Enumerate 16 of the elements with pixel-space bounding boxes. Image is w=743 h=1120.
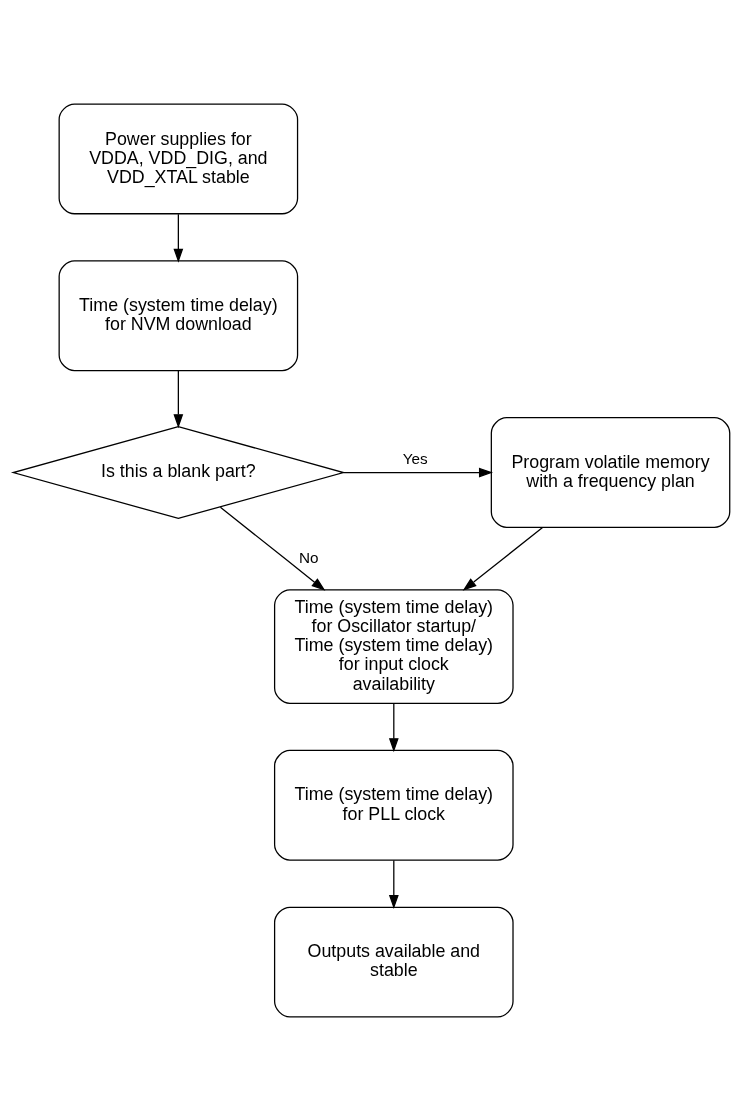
node-diamond: Is this a blank part?: [10, 425, 346, 519]
arrow: [388, 859, 399, 909]
arrow: [173, 369, 184, 428]
edge-label: Yes: [402, 449, 428, 467]
node-box: Power supplies for VDDA, VDD_DIG, and VDD_XTAL stable: [58, 102, 299, 214]
edge-label: No: [299, 548, 319, 566]
arrow: [219, 506, 326, 591]
node-box: Outputs available and stable: [273, 906, 514, 1018]
node-box: Time (system time delay) for NVM download: [58, 259, 299, 371]
arrow: [462, 526, 544, 591]
node-box: Time (system time delay) for Oscillator startup/ Time (system time delay) for input clock availability: [273, 588, 514, 704]
arrow: [388, 702, 399, 752]
node-box: Program volatile memory with a frequency plan: [490, 416, 731, 528]
arrow: [342, 467, 493, 477]
arrow: [173, 213, 184, 263]
node-box: Time (system time delay) for PLL clock: [273, 749, 514, 861]
